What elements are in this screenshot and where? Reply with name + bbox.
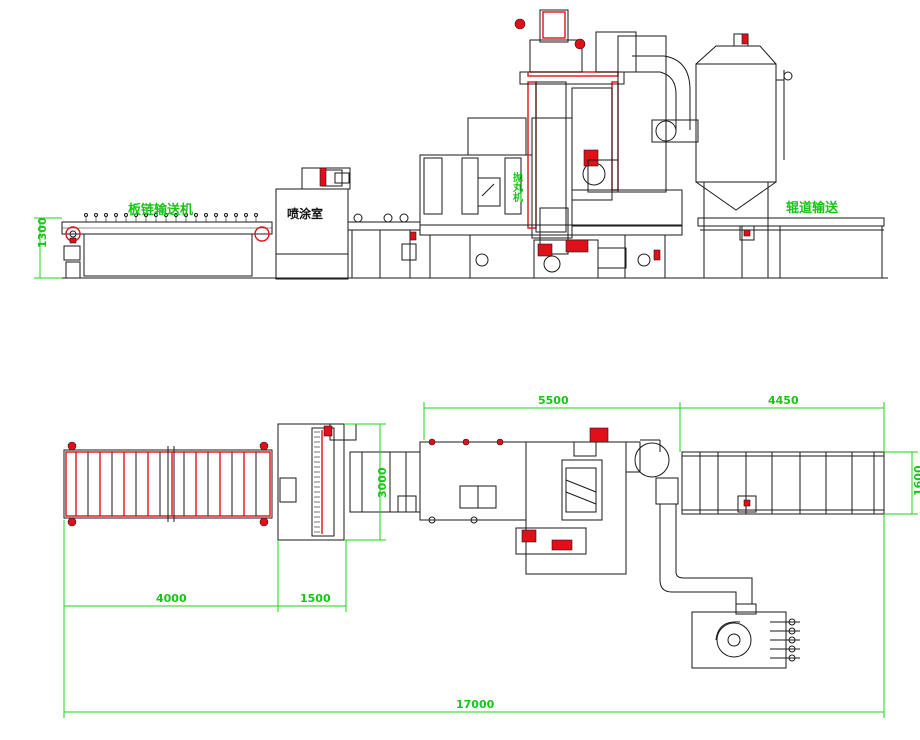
plate-rivet [154, 213, 158, 217]
plate-rivet [134, 213, 138, 217]
plate-rivet [94, 213, 98, 217]
dim-text-3000: 3000 [376, 467, 389, 498]
plate-rivet [224, 213, 228, 217]
plate-rivet [194, 213, 198, 217]
spray-room [275, 167, 351, 280]
plate-chain-conveyor-top [63, 441, 273, 527]
entry-roller-conveyor [347, 213, 421, 278]
label-roller-conveyor: 辊道输送 [786, 200, 839, 216]
plate-rivet [124, 213, 128, 217]
plate-rivet [244, 213, 248, 217]
plate-rivet [214, 213, 218, 217]
label-spray-room: 喷涂室 [287, 206, 323, 221]
plate-chain-conveyor [61, 213, 273, 279]
filter-valve [788, 636, 796, 644]
dim-text-1300: 1300 [36, 217, 49, 248]
exit-roller-conveyor [40, 217, 888, 279]
dim-height-1300: 1300 [34, 217, 62, 279]
spray-room-top [277, 423, 357, 541]
dim-text-4000: 4000 [156, 592, 187, 605]
dim-text-17000: 17000 [456, 698, 495, 711]
dim-4450: 4450 [680, 394, 885, 452]
side-view: 板链输送机 喷涂室 辊道输送 抛丸机 1300 [34, 9, 888, 280]
filter-valve [788, 645, 796, 653]
dust-ducting [632, 55, 699, 143]
dim-3000: 3000 [344, 423, 389, 541]
plate-rivet [204, 213, 208, 217]
shot-blasting-machine-top [419, 427, 753, 604]
plate-rivet [234, 213, 238, 217]
dim-text-1500: 1500 [300, 592, 331, 605]
filter-valve [788, 618, 796, 626]
plate-rivet [254, 213, 258, 217]
dim-5500: 5500 [423, 394, 681, 452]
dim-text-5500: 5500 [538, 394, 569, 407]
plate-rivet [144, 213, 148, 217]
exit-roller-conveyor-top [681, 451, 885, 515]
dim-1600: 1600 [884, 451, 920, 515]
label-shot-blaster-vertical: 抛丸机 [511, 171, 524, 203]
plate-rivet [104, 213, 108, 217]
plate-rivet [84, 213, 88, 217]
dim-text-1600: 1600 [912, 465, 920, 496]
plate-rivet [184, 213, 188, 217]
dim-4000-1500: 4000 1500 [63, 520, 347, 612]
top-view: 5500 4450 3000 1600 4000 1 [63, 394, 920, 718]
label-plate-chain-conveyor: 板链输送机 [128, 202, 193, 218]
filter-valve [788, 627, 796, 635]
dim-17000: 17000 [63, 514, 885, 718]
filter-valve [788, 654, 796, 662]
plate-rivet [114, 213, 118, 217]
dim-text-4450: 4450 [768, 394, 799, 407]
plate-rivet [174, 213, 178, 217]
shot-blasting-machine [419, 9, 683, 279]
label-shot-blaster: 抛丸机 [511, 171, 524, 203]
plate-rivet [164, 213, 168, 217]
dust-collector [695, 33, 793, 278]
dust-collector-top [691, 603, 800, 669]
